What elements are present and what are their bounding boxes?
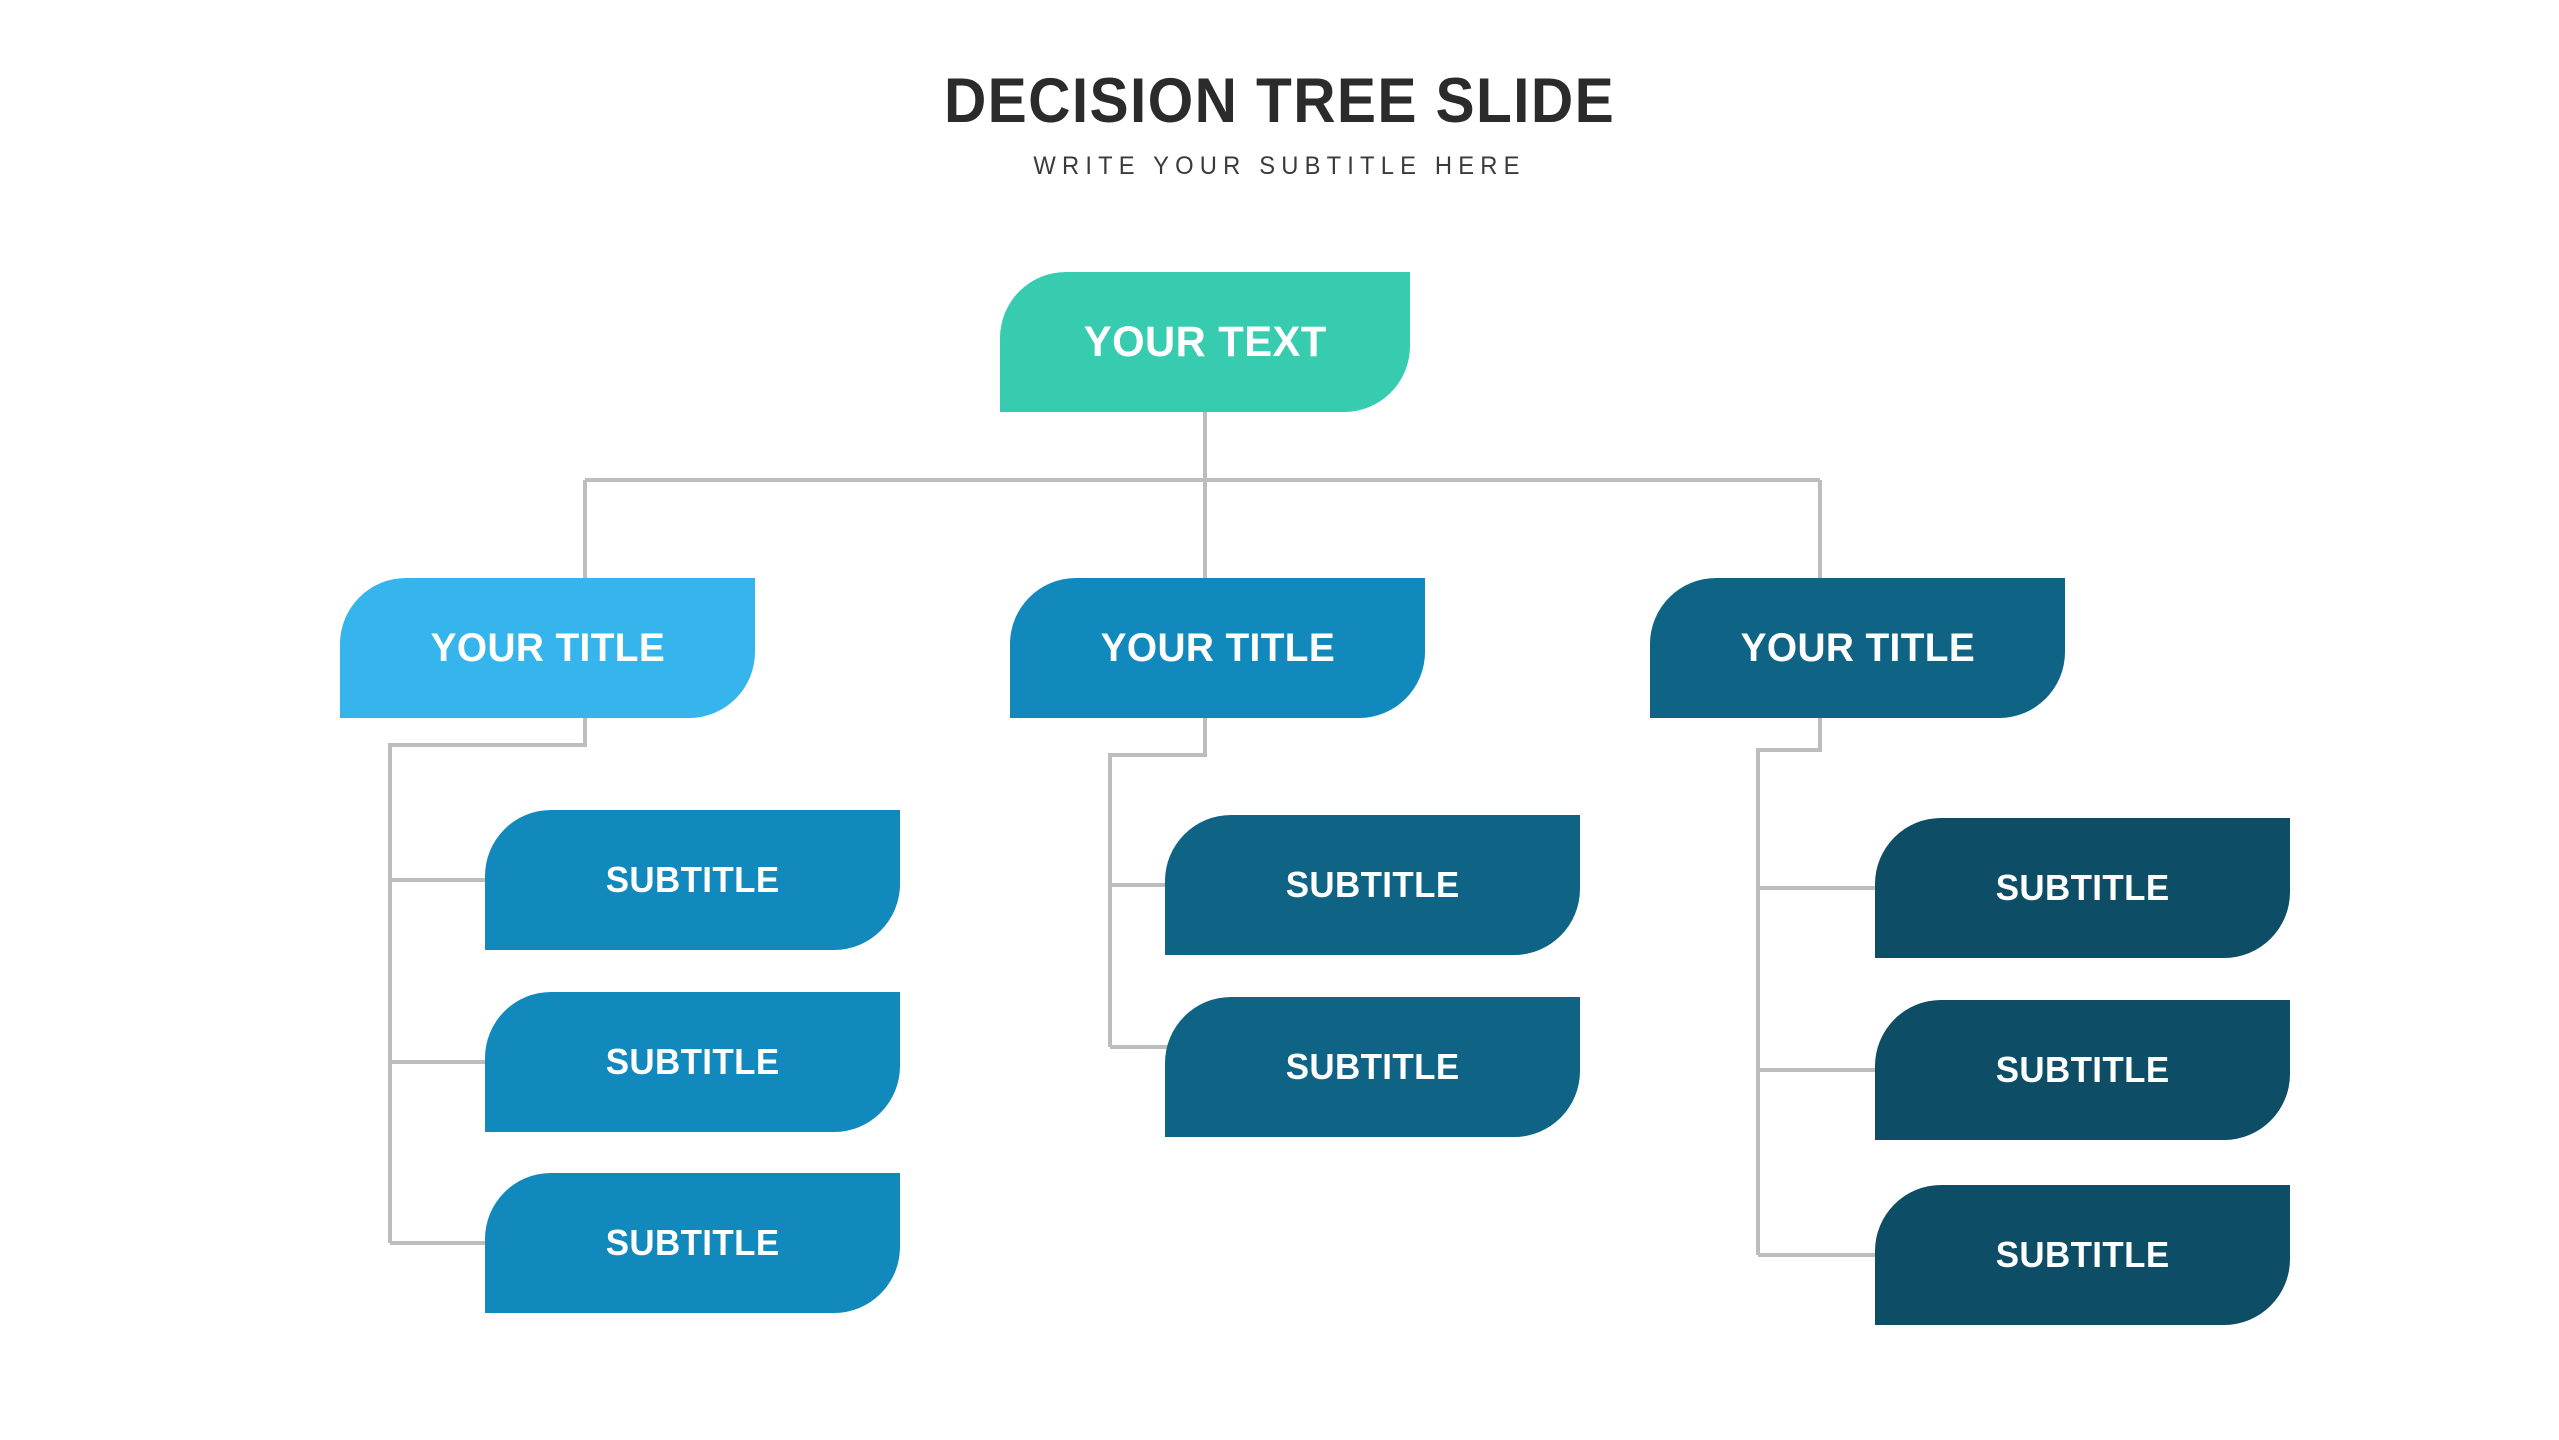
slide-header: DECISION TREE SLIDE WRITE YOUR SUBTITLE … bbox=[0, 68, 2559, 181]
node-branch-1-label: YOUR TITLE bbox=[430, 625, 665, 670]
node-branch-2-leaf-2[interactable]: SUBTITLE bbox=[1165, 997, 1580, 1137]
node-branch-3-leaf-1[interactable]: SUBTITLE bbox=[1875, 818, 2290, 958]
node-branch-1-leaf-1-label: SUBTITLE bbox=[605, 859, 780, 900]
node-branch-3-leaf-1-label: SUBTITLE bbox=[1995, 867, 2170, 908]
node-branch-3[interactable]: YOUR TITLE bbox=[1650, 578, 2065, 718]
node-branch-1[interactable]: YOUR TITLE bbox=[340, 578, 755, 718]
node-branch-2-label: YOUR TITLE bbox=[1100, 625, 1335, 670]
page-title: DECISION TREE SLIDE bbox=[943, 66, 1616, 136]
node-branch-3-label: YOUR TITLE bbox=[1740, 625, 1975, 670]
node-branch-2-leaf-1[interactable]: SUBTITLE bbox=[1165, 815, 1580, 955]
node-branch-1-leaf-3[interactable]: SUBTITLE bbox=[485, 1173, 900, 1313]
node-branch-1-leaf-2-label: SUBTITLE bbox=[605, 1041, 780, 1082]
node-root-label: YOUR TEXT bbox=[1083, 317, 1327, 366]
node-branch-2[interactable]: YOUR TITLE bbox=[1010, 578, 1425, 718]
node-branch-1-leaf-2[interactable]: SUBTITLE bbox=[485, 992, 900, 1132]
node-branch-3-leaf-2-label: SUBTITLE bbox=[1995, 1049, 2170, 1090]
node-branch-3-leaf-2[interactable]: SUBTITLE bbox=[1875, 1000, 2290, 1140]
connector-branch-1-rail bbox=[388, 718, 587, 1243]
node-branch-2-leaf-1-label: SUBTITLE bbox=[1285, 864, 1460, 905]
node-branch-3-leaf-3-label: SUBTITLE bbox=[1995, 1234, 2170, 1275]
node-branch-3-leaf-3[interactable]: SUBTITLE bbox=[1875, 1185, 2290, 1325]
node-branch-1-leaf-1[interactable]: SUBTITLE bbox=[485, 810, 900, 950]
node-branch-2-leaf-2-label: SUBTITLE bbox=[1285, 1046, 1460, 1087]
node-branch-1-leaf-3-label: SUBTITLE bbox=[605, 1222, 780, 1263]
connector-branch-3-rail bbox=[1756, 718, 1822, 1255]
page-subtitle: WRITE YOUR SUBTITLE HERE bbox=[1033, 152, 1526, 181]
node-root[interactable]: YOUR TEXT bbox=[1000, 272, 1410, 412]
